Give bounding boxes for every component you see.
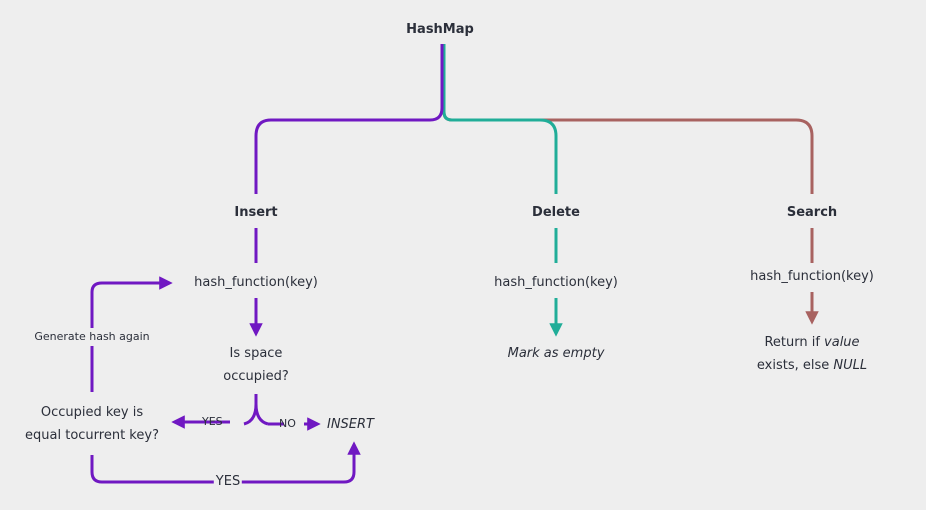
search-result-null: NULL (833, 358, 868, 373)
edge-is-space-brace (243, 394, 269, 426)
is-space-line-2: occupied? (223, 369, 289, 384)
search-result-mid: exists, else (756, 358, 834, 373)
root-node-hashmap: HashMap (406, 22, 474, 37)
search-hash-function: hash_function(key) (750, 269, 874, 284)
delete-node-title: Delete (532, 205, 580, 220)
is-space-line-1: Is space (229, 346, 283, 361)
edge-label-no: NO (279, 417, 296, 430)
search-node-title: Search (786, 205, 838, 220)
search-result-value: value (824, 335, 860, 350)
edge-root-to-delete (442, 44, 558, 194)
occupied-key-line-2: equal tocurrent key? (25, 428, 159, 443)
delete-hash-function: hash_function(key) (494, 275, 618, 290)
insert-action: INSERT (327, 417, 374, 432)
occupied-key-line-1: Occupied key is (40, 405, 144, 420)
search-result-line-2: exists, else NULL (757, 357, 867, 375)
generate-hash-again-label: Generate hash again (32, 328, 152, 346)
insert-hash-function: hash_function(key) (194, 275, 318, 290)
edge-label-bottom-yes: YES (213, 473, 243, 491)
edge-root-to-insert (254, 44, 444, 194)
delete-action: Mark as empty (507, 346, 605, 361)
edge-label-yes: YES (202, 415, 223, 428)
insert-node-title: Insert (234, 205, 278, 220)
search-result-prefix: Return if (764, 335, 825, 350)
arrow-generate-hash-again (90, 276, 173, 392)
search-result-line-1: Return if value (764, 334, 859, 352)
